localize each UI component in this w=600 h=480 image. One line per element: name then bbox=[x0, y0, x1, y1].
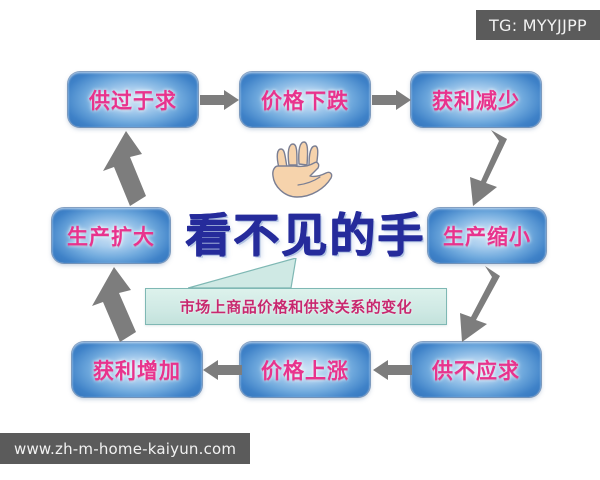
node-label: 获利增加 bbox=[93, 358, 181, 383]
arrow-right-icon-oversupply-to-price-fall bbox=[200, 89, 240, 111]
node-profit-down[interactable]: 获利减少 bbox=[411, 72, 541, 127]
node-profit-up[interactable]: 获利增加 bbox=[72, 342, 202, 397]
arrow-diagonal-down-icon-profit-down-to-production-down bbox=[455, 130, 515, 208]
watermark-url-text: www.zh-m-home-kaiyun.com bbox=[14, 439, 237, 458]
node-oversupply[interactable]: 供过于求 bbox=[68, 72, 198, 127]
watermark-telegram: TG: MYYJJPP bbox=[475, 10, 600, 40]
node-label: 价格下跌 bbox=[261, 88, 349, 113]
arrow-diagonal-up-icon-profit-up-to-production-up bbox=[88, 266, 150, 344]
arrow-left-icon-undersupply-to-price-rise bbox=[372, 359, 412, 381]
center-title-text: 看不见的手 bbox=[185, 208, 425, 262]
node-label: 获利减少 bbox=[432, 88, 520, 113]
arrow-diagonal-up-icon-production-up-to-oversupply bbox=[96, 130, 158, 208]
node-label: 供过于求 bbox=[89, 88, 177, 113]
node-label: 生产缩小 bbox=[443, 224, 531, 249]
arrow-right-icon-price-fall-to-profit-down bbox=[372, 89, 412, 111]
open-hand-icon bbox=[262, 140, 340, 202]
caption-banner: 市场上商品价格和供求关系的变化 bbox=[145, 288, 447, 325]
node-production-down[interactable]: 生产缩小 bbox=[428, 208, 546, 263]
caption-text: 市场上商品价格和供求关系的变化 bbox=[179, 298, 413, 316]
arrow-diagonal-down-icon-production-down-to-undersupply bbox=[445, 266, 507, 344]
node-undersupply[interactable]: 供不应求 bbox=[411, 342, 541, 397]
arrow-left-icon-price-rise-to-profit-up bbox=[202, 359, 242, 381]
watermark-telegram-text: TG: MYYJJPP bbox=[488, 15, 587, 35]
node-price-rise[interactable]: 价格上涨 bbox=[240, 342, 370, 397]
node-label: 供不应求 bbox=[432, 358, 520, 383]
node-label: 生产扩大 bbox=[67, 224, 155, 249]
watermark-url: www.zh-m-home-kaiyun.com bbox=[0, 433, 251, 464]
node-label: 价格上涨 bbox=[261, 358, 349, 383]
node-price-fall[interactable]: 价格下跌 bbox=[240, 72, 370, 127]
node-production-up[interactable]: 生产扩大 bbox=[52, 208, 170, 263]
caption-pointer-icon bbox=[187, 257, 298, 290]
center-title: 看不见的手 bbox=[180, 196, 430, 274]
